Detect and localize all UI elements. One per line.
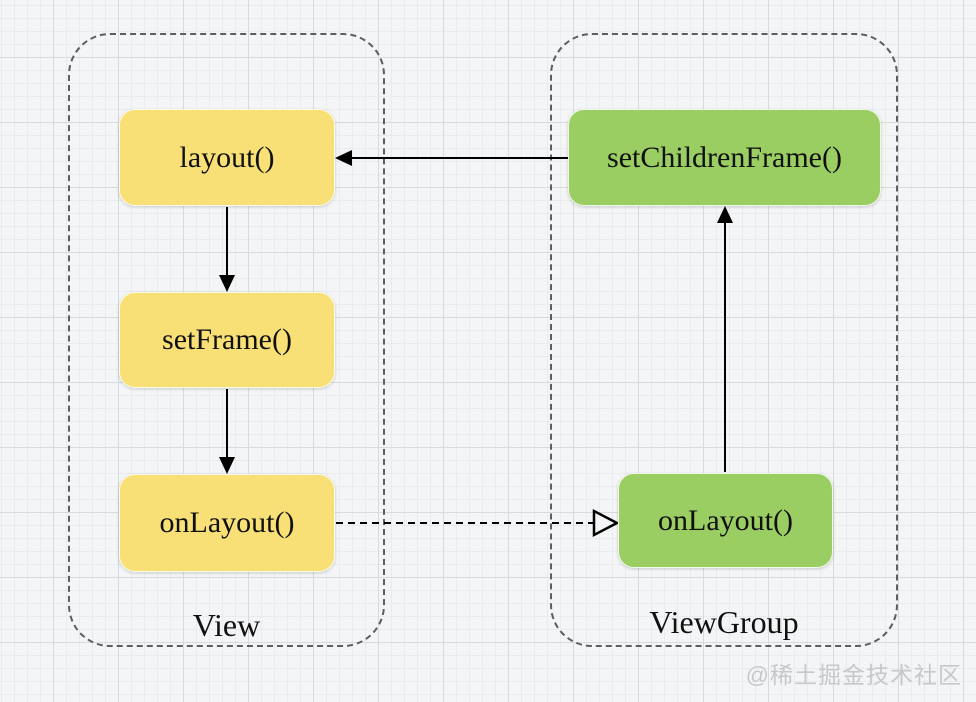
- viewgroup-group-container: [550, 33, 898, 647]
- view-group-container: [68, 33, 385, 647]
- watermark-text: @稀土掘金技术社区: [745, 662, 962, 688]
- viewgroup-group-label: ViewGroup: [649, 604, 799, 640]
- node-setframe: setFrame(): [119, 292, 335, 388]
- node-onlayout-viewgroup: onLayout(): [618, 473, 833, 568]
- node-layout: layout(): [119, 109, 335, 206]
- node-setchildrenframe: setChildrenFrame(): [568, 109, 881, 206]
- view-group-label: View: [192, 607, 261, 643]
- node-onlayout-view: onLayout(): [119, 474, 335, 572]
